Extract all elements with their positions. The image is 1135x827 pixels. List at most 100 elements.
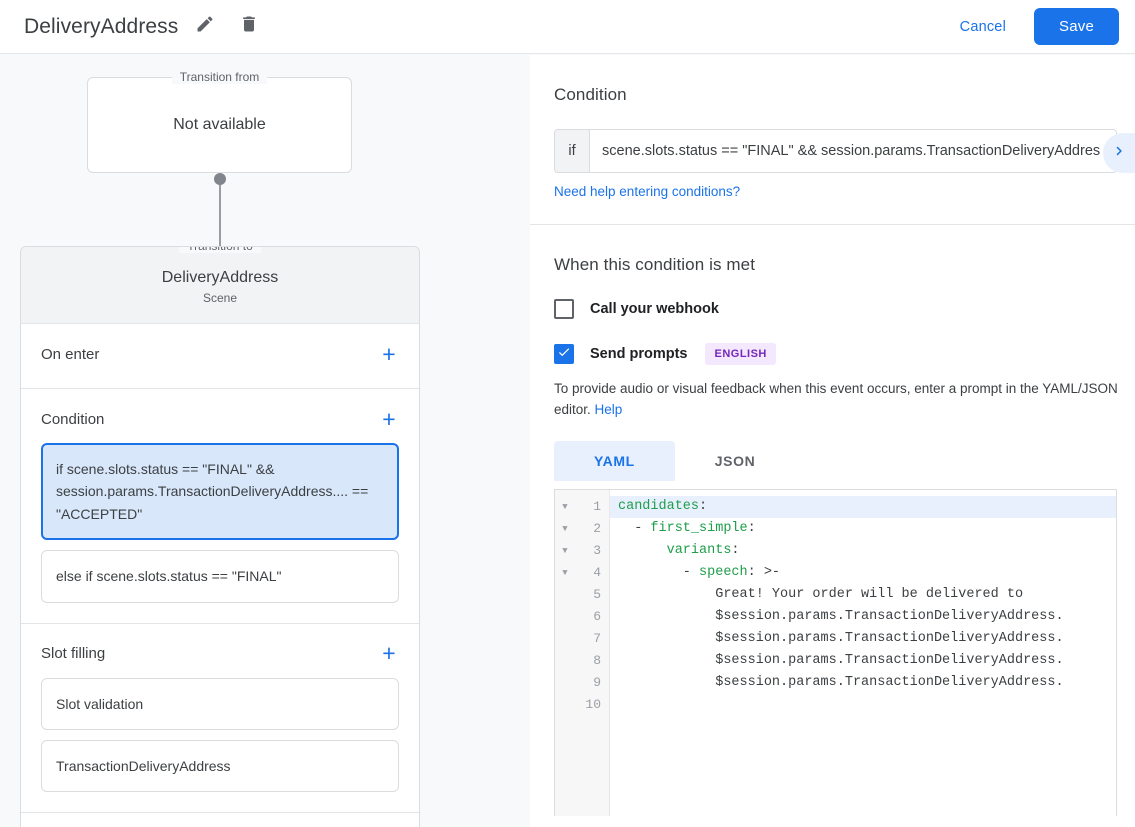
- pencil-icon: [195, 14, 215, 39]
- editor-code-line: candidates:: [610, 495, 1116, 518]
- code-token: -: [618, 520, 651, 536]
- transition-from-legend: Transition from: [171, 70, 268, 84]
- section-header-on-enter: On enter +: [21, 324, 419, 378]
- editor-code-line: $session.params.TransactionDeliveryAddre…: [610, 672, 1116, 694]
- save-button[interactable]: Save: [1034, 8, 1119, 45]
- fold-arrow-icon[interactable]: ▼: [562, 545, 568, 556]
- fold-arrow-icon[interactable]: ▼: [562, 501, 568, 512]
- editor-code-line: $session.params.TransactionDeliveryAddre…: [610, 606, 1116, 628]
- editor-line-number: 6: [555, 606, 609, 628]
- left-pane: Transition from Not available Transition…: [0, 55, 530, 827]
- page-title: DeliveryAddress: [24, 14, 179, 38]
- editor-line-number: 9: [555, 672, 609, 694]
- call-webhook-row: Call your webhook: [554, 299, 1111, 319]
- tab-json[interactable]: JSON: [714, 452, 756, 469]
- send-prompts-checkbox[interactable]: [554, 344, 574, 364]
- line-number-value: 1: [593, 499, 601, 515]
- code-token: $session.params.TransactionDeliveryAddre…: [618, 674, 1064, 690]
- send-prompts-row: Send prompts ENGLISH: [554, 343, 1111, 365]
- transition-from-box: Transition from Not available: [87, 70, 352, 173]
- section-title-on-enter: On enter: [41, 345, 100, 363]
- code-token: $session.params.TransactionDeliveryAddre…: [618, 652, 1064, 668]
- code-token: $session.params.TransactionDeliveryAddre…: [618, 630, 1064, 646]
- condition-help-link[interactable]: Need help entering conditions?: [554, 184, 741, 199]
- editor-code-area[interactable]: candidates: - first_simple: variants: - …: [610, 490, 1116, 816]
- scene-card: Transition to DeliveryAddress Scene On e…: [20, 246, 420, 827]
- fold-arrow-icon[interactable]: ▼: [562, 567, 568, 578]
- editor-code-line: - first_simple:: [610, 518, 1116, 540]
- line-number-value: 9: [593, 675, 601, 691]
- code-token: first_simple: [650, 520, 748, 536]
- transition-to-header: Transition to DeliveryAddress Scene: [21, 247, 419, 324]
- editor-line-number: 10: [555, 694, 609, 716]
- editor-format-tabs: YAML JSON: [554, 440, 1111, 481]
- section-on-enter: On enter +: [21, 324, 419, 389]
- section-condition: Condition + if scene.slots.status == "FI…: [21, 389, 419, 624]
- scene-name: DeliveryAddress: [161, 269, 279, 286]
- code-token: Great! Your order will be delivered to: [618, 586, 1024, 602]
- code-token: :: [699, 498, 708, 514]
- line-number-value: 7: [593, 631, 601, 647]
- condition-block: Condition if Need help entering conditio…: [530, 55, 1135, 201]
- tab-yaml[interactable]: YAML: [554, 440, 675, 481]
- condition-list-item-selected[interactable]: if scene.slots.status == "FINAL" && sess…: [41, 443, 399, 541]
- line-number-value: 10: [585, 697, 601, 713]
- editor-code-line: - speech: >-: [610, 562, 1116, 584]
- transition-to-legend: Transition to: [179, 247, 261, 253]
- section-header-slot-filling: Slot filling +: [21, 624, 419, 678]
- section-header-custom-intent: Custom intent handling +: [21, 813, 419, 827]
- language-badge: ENGLISH: [705, 343, 776, 365]
- scene-type: Scene: [202, 291, 238, 305]
- line-number-value: 5: [593, 587, 601, 603]
- section-slot-filling: Slot filling + Slot validation Transacti…: [21, 624, 419, 814]
- editor-line-number: 7: [555, 628, 609, 650]
- cancel-button[interactable]: Cancel: [946, 11, 1020, 43]
- code-token: variants: [666, 542, 732, 558]
- editor-code-line: Great! Your order will be delivered to: [610, 584, 1116, 606]
- editor-code-line: [610, 694, 1116, 716]
- add-on-enter-button[interactable]: +: [382, 340, 396, 367]
- code-token: speech: [699, 564, 748, 580]
- when-condition-met-block: When this condition is met Call your web…: [530, 225, 1135, 816]
- condition-heading: Condition: [554, 85, 627, 104]
- code-token: :: [747, 520, 756, 536]
- section-title-condition: Condition: [41, 410, 105, 428]
- prompts-description-text: To provide audio or visual feedback when…: [554, 381, 1118, 417]
- code-token: : >-: [747, 564, 781, 580]
- delete-button[interactable]: [232, 10, 266, 44]
- line-number-value: 2: [593, 521, 601, 537]
- slot-item-transaction-delivery-address[interactable]: TransactionDeliveryAddress: [41, 739, 399, 793]
- section-custom-intent-handling: Custom intent handling +: [21, 813, 419, 827]
- line-number-value: 8: [593, 653, 601, 669]
- check-icon: [557, 345, 571, 364]
- editor-code-line: $session.params.TransactionDeliveryAddre…: [610, 650, 1116, 672]
- editor-line-number: ▼2: [555, 518, 609, 540]
- fold-arrow-icon[interactable]: ▼: [562, 523, 568, 534]
- condition-expression-input[interactable]: [589, 129, 1117, 173]
- editor-line-number: ▼4: [555, 562, 609, 584]
- prompts-help-link[interactable]: Help: [594, 401, 623, 417]
- trash-icon: [239, 14, 259, 39]
- editor-code-line: $session.params.TransactionDeliveryAddre…: [610, 628, 1116, 650]
- condition-if-prefix: if: [554, 129, 589, 173]
- add-slot-filling-button[interactable]: +: [382, 640, 396, 667]
- editor-code-line: variants:: [610, 540, 1116, 562]
- line-number-value: 3: [593, 543, 601, 559]
- prompts-description: To provide audio or visual feedback when…: [554, 379, 1120, 421]
- condition-list-item[interactable]: else if scene.slots.status == "FINAL": [41, 550, 399, 603]
- code-token: candidates: [618, 498, 700, 514]
- line-number-value: 4: [593, 565, 601, 581]
- slot-validation-item[interactable]: Slot validation: [41, 677, 399, 730]
- right-pane: Condition if Need help entering conditio…: [530, 55, 1135, 827]
- send-prompts-label: Send prompts: [590, 346, 688, 362]
- call-webhook-checkbox[interactable]: [554, 299, 574, 319]
- collapse-panel-tab[interactable]: [1103, 133, 1135, 173]
- editor-line-number: ▼3: [555, 540, 609, 562]
- section-title-slot-filling: Slot filling: [41, 645, 106, 663]
- add-condition-button[interactable]: +: [382, 405, 396, 432]
- edit-name-button[interactable]: [188, 10, 222, 44]
- section-header-condition: Condition +: [21, 389, 419, 443]
